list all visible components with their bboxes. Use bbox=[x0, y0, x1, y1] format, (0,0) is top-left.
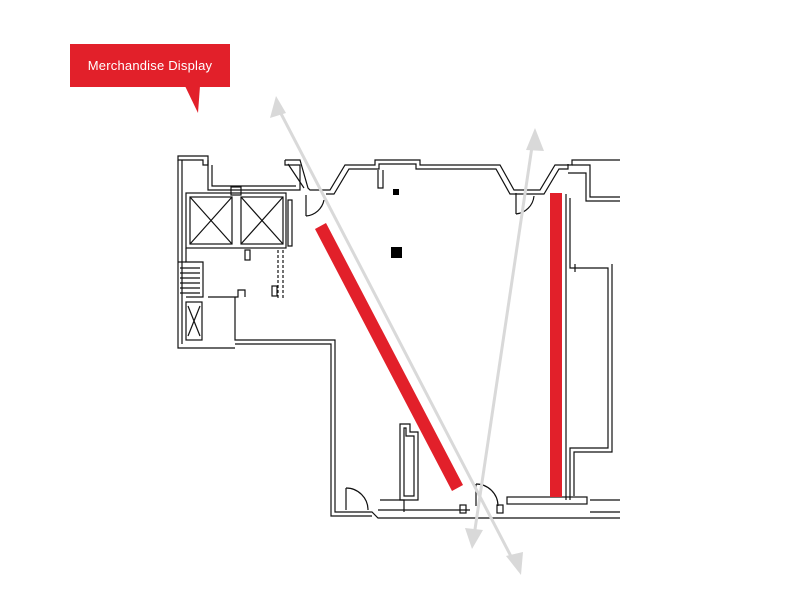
door-swing bbox=[345, 487, 369, 511]
wall-segment bbox=[208, 289, 246, 298]
callout-background bbox=[70, 44, 230, 87]
sightline-arrow bbox=[274, 103, 518, 567]
arrowhead bbox=[465, 528, 483, 549]
column bbox=[391, 247, 402, 258]
wall-segment bbox=[285, 159, 322, 191]
wall-segment bbox=[573, 264, 613, 496]
elevator-core bbox=[185, 192, 287, 249]
wall-segment bbox=[207, 160, 301, 191]
sightlines bbox=[274, 103, 535, 567]
wall-segment bbox=[590, 499, 620, 513]
column-small bbox=[244, 249, 251, 261]
walls bbox=[177, 155, 620, 519]
wall-segment bbox=[287, 163, 305, 189]
north-facade-inner bbox=[326, 163, 569, 195]
column-small bbox=[459, 504, 467, 514]
arrowheads bbox=[270, 96, 544, 575]
arrowhead bbox=[270, 96, 286, 118]
wall-segment bbox=[568, 172, 620, 202]
south-west-wall bbox=[240, 339, 345, 513]
callout-tail bbox=[185, 86, 200, 113]
arrowhead bbox=[506, 552, 523, 575]
shaft-x bbox=[187, 305, 201, 337]
merchandise-display-diagonal bbox=[315, 223, 463, 491]
wall-segment bbox=[380, 499, 405, 512]
elevator-shaft bbox=[240, 196, 284, 245]
window-sill bbox=[506, 496, 588, 505]
east-wall-inner bbox=[569, 198, 609, 500]
wall-segment bbox=[185, 248, 204, 298]
wall-segment bbox=[572, 164, 620, 198]
south-wall bbox=[345, 511, 620, 519]
partition bbox=[277, 250, 284, 300]
column bbox=[393, 189, 399, 195]
door-swing bbox=[515, 195, 535, 215]
callout-label: Merchandise Display bbox=[87, 58, 213, 73]
columns bbox=[391, 189, 402, 258]
column-small bbox=[230, 186, 242, 196]
column-small bbox=[496, 504, 504, 514]
merchandise-display-vertical bbox=[550, 193, 562, 497]
merchandise-displays bbox=[315, 193, 562, 497]
elevator-shaft bbox=[189, 196, 233, 245]
south-west-wall-inner bbox=[235, 343, 345, 517]
arrowhead bbox=[526, 128, 544, 151]
wall-segment bbox=[177, 160, 235, 349]
wall-segment bbox=[287, 199, 293, 247]
merchandise-display-callout: Merchandise Display bbox=[70, 44, 230, 87]
wall-segment bbox=[234, 297, 240, 341]
column-small bbox=[271, 285, 278, 297]
wall-segment bbox=[211, 165, 296, 187]
wall-segment bbox=[377, 170, 384, 189]
elevator-x bbox=[240, 196, 284, 245]
vestibule-inner bbox=[403, 427, 415, 497]
stair-treads bbox=[180, 267, 200, 294]
shaft-small bbox=[185, 301, 203, 341]
door-swing bbox=[475, 483, 499, 507]
north-facade bbox=[322, 159, 620, 191]
elevator-x bbox=[189, 196, 233, 245]
door-swing bbox=[305, 199, 325, 217]
sightline-arrow bbox=[472, 139, 535, 537]
